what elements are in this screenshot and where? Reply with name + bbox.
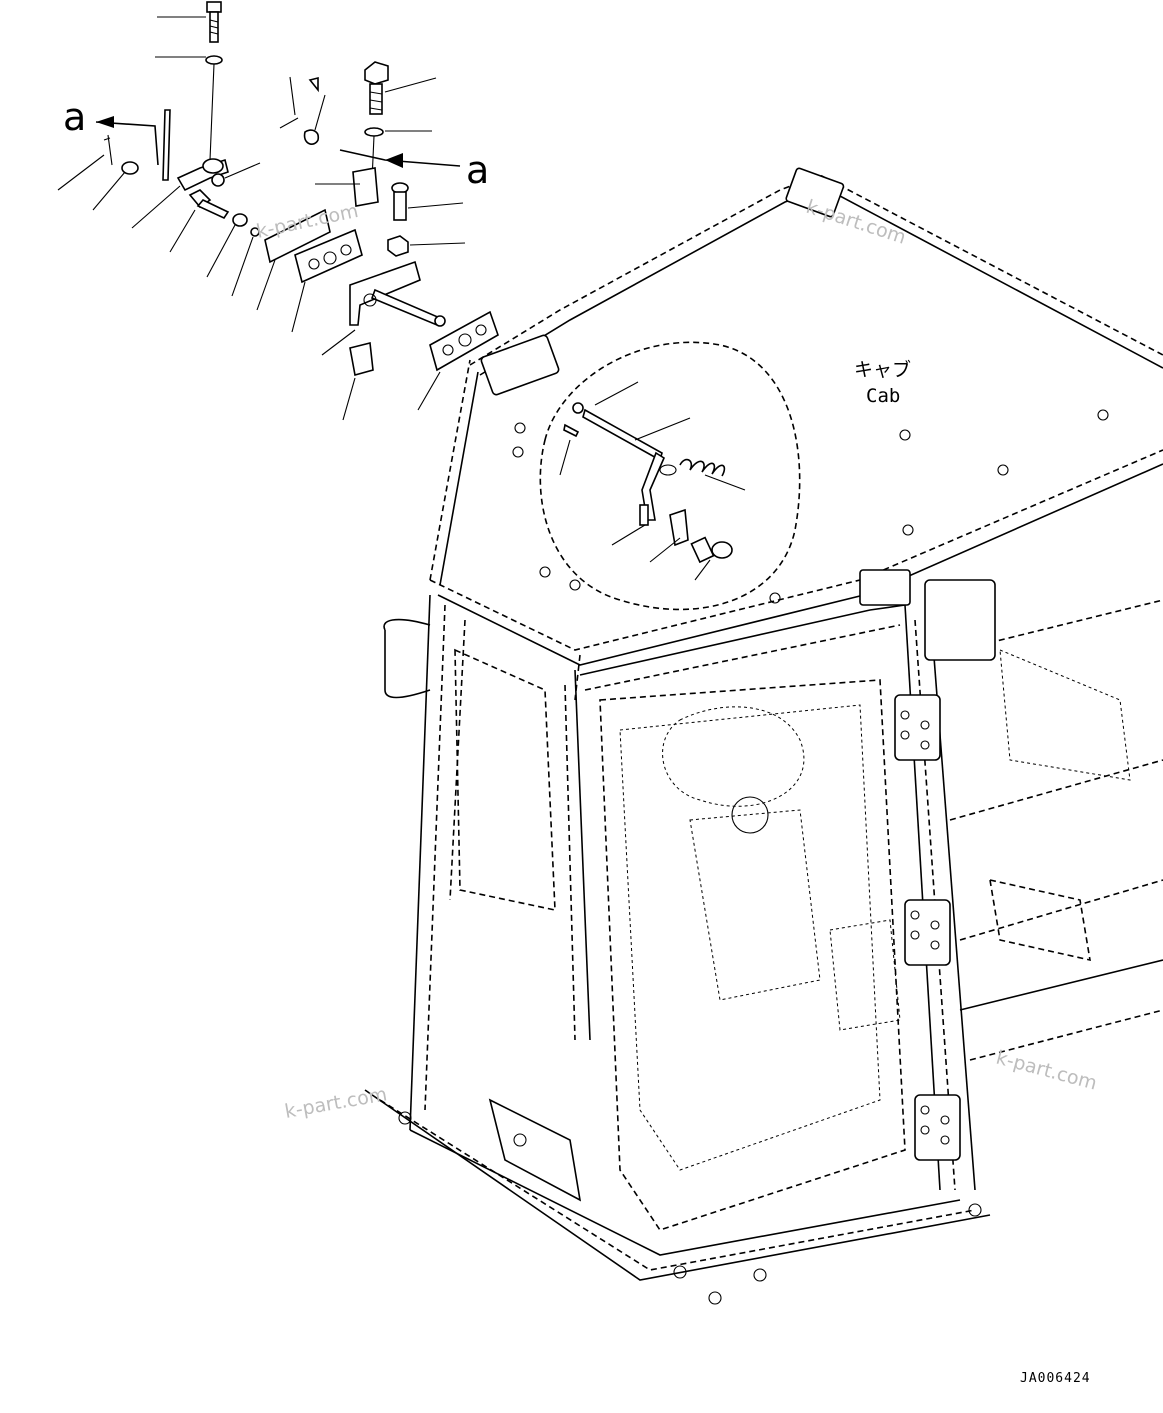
callout-arrow-left [95,116,159,166]
cab-frame [364,167,1163,1305]
exploded-parts [57,1,499,421]
cab-label-en: Cab [866,385,900,407]
split-pin-small [103,134,113,166]
bolt-2 [188,189,230,220]
detail-pin [563,423,580,438]
watermark-3: k-part.com [283,1083,389,1123]
hinge-bracket [176,158,229,192]
nut-2 [387,235,409,257]
shim-plate-1 [264,208,331,264]
pin-small [303,76,320,145]
shim-plate-2 [294,228,363,284]
catch-plate [352,167,379,207]
split-pin-long [162,109,171,181]
latch-bracket [349,260,446,327]
leader-lines [57,16,466,421]
callout-label-a-left: a [63,95,86,139]
hinge-upper [894,694,941,761]
detail-plate [669,508,689,547]
detail-clip [639,504,649,526]
callout-arrow-right [339,149,461,168]
detail-bolt [690,536,733,564]
washer-1 [205,55,223,65]
washer-3 [232,213,248,227]
nut-1 [211,173,225,187]
latch-rod [582,408,666,521]
return-spring [659,458,726,477]
roof-bolts [512,409,1109,604]
callout-label-a-right: a [466,148,489,192]
washer-2 [121,161,139,175]
cab-label-jp: キャブ [854,358,911,381]
detail-callout [539,341,801,611]
washer-5 [364,127,384,137]
bolt-1 [206,1,222,43]
bolt-4 [391,182,409,221]
washer-4 [250,227,260,237]
drawing-code: JA006424 [1020,1371,1091,1386]
hinge-middle [904,899,951,966]
bolt-3 [364,61,389,115]
latch-clip [349,342,374,377]
shim-plate-3 [429,310,499,372]
hinge-lower [914,1094,961,1161]
watermark-4: k-part.com [994,1047,1100,1095]
detail-nut [572,402,584,414]
